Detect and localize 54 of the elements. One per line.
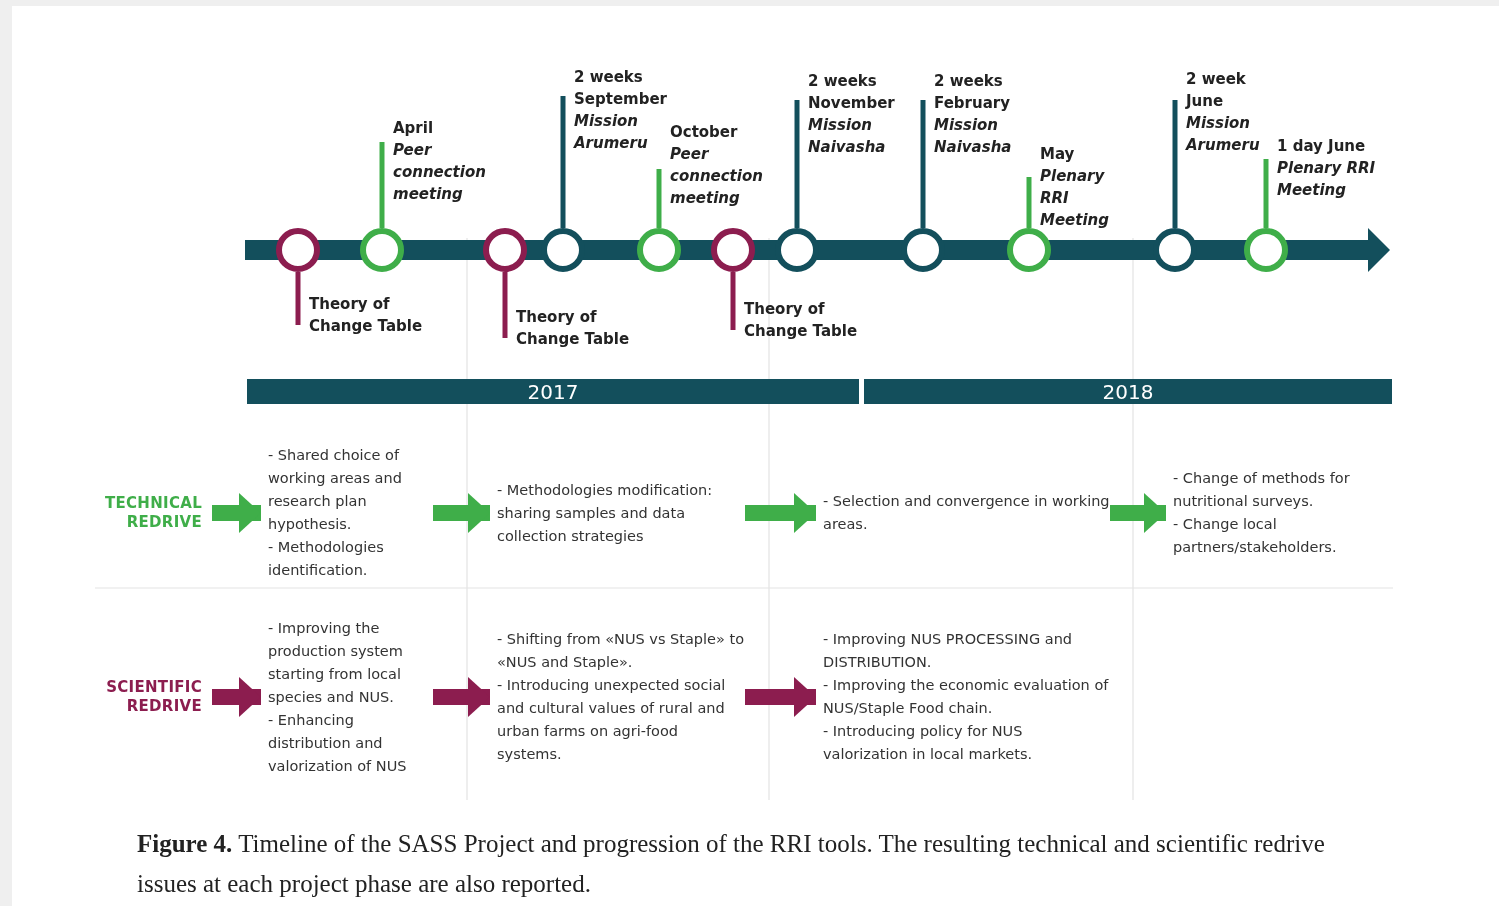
bullet-text: - Methodologies modification: sharing samples and data collection strategies [497, 480, 714, 546]
bullet-text: - Methodologies identification. [268, 538, 385, 580]
bullet-text: - Improving the economic evaluation of NUS/Staple Food chain. [823, 676, 1110, 718]
year-bar: 2018 [864, 379, 1392, 404]
event-label: 1 day June [1277, 136, 1367, 157]
arrow [433, 677, 490, 717]
leader-line [920, 100, 926, 228]
bullet-text: - Improving NUS PROCESSING and DISTRIBUTION. [823, 630, 1074, 672]
leader-line [794, 100, 800, 228]
bullet-text: - Shared choice of working areas and research plan hypothesis. [268, 446, 403, 534]
leader-line [379, 142, 385, 228]
bullet-text: - Improving the production system starting from local species and NUS. [268, 618, 404, 707]
event-label: Theory of Change Table [744, 299, 859, 342]
bullet-text: - Introducing unexpected social and cultural values of rural and urban farms on agri-food systems. [497, 676, 727, 764]
event-label: Peer connection meeting [393, 140, 487, 205]
leader-line [560, 96, 566, 228]
leader-line [295, 272, 301, 325]
event-label: April [393, 118, 435, 139]
figure-caption: Figure 4. Timeline of the SASS Project and progression of the RRI tools. The resulting technical and scientific redrive issues at each project phase are also reported. [137, 829, 1326, 899]
event-label: 2 weeks November [808, 71, 896, 114]
arrow [745, 493, 816, 533]
event-label: Theory of Change Table [309, 294, 424, 337]
arrow [1110, 493, 1166, 533]
bullet-text: - Change of methods for nutritional surveys. [1173, 469, 1351, 511]
arrow [212, 677, 261, 717]
event-label: October [670, 122, 739, 143]
bullet-text: - Selection and convergence in working areas. [823, 492, 1110, 534]
event-label: Plenary RRI Meeting [1277, 158, 1377, 201]
arrow [433, 493, 490, 533]
event-label: Plenary RRI Meeting [1040, 166, 1110, 231]
event-label: Mission Naivasha [808, 115, 887, 158]
leader-line [1172, 100, 1178, 228]
arrow [212, 493, 261, 533]
event-label: 2 weeks September [574, 67, 668, 110]
leader-line [656, 169, 662, 228]
leader-line [1263, 159, 1269, 228]
event-label: 2 weeks February [934, 71, 1011, 114]
event-label: May [1040, 144, 1076, 165]
event-label: Mission Naivasha [934, 115, 1013, 158]
arrow [745, 677, 816, 717]
event-label: Mission Arumeru [1186, 113, 1261, 156]
leader-line [1026, 177, 1032, 228]
year-bar: 2017 [247, 379, 859, 404]
row-heading: SCIENTIFIC REDRIVE [105, 678, 202, 716]
bullet-text: - Shifting from «NUS vs Staple» to «NUS and Staple». [497, 630, 745, 672]
bullet-text: - Enhancing distribution and valorization of NUS [268, 710, 408, 776]
event-label: 2 week June [1186, 69, 1247, 112]
bullet-text: - Introducing policy for NUS valorization in local markets. [823, 722, 1034, 764]
row-heading: TECHNICAL REDRIVE [103, 494, 202, 532]
event-label: Theory of Change Table [516, 307, 631, 350]
leader-line [502, 272, 508, 338]
leader-line [730, 272, 736, 330]
event-label: Peer connection meeting [670, 144, 764, 209]
bullet-text: - Change local partners/stakeholders. [1173, 515, 1338, 557]
